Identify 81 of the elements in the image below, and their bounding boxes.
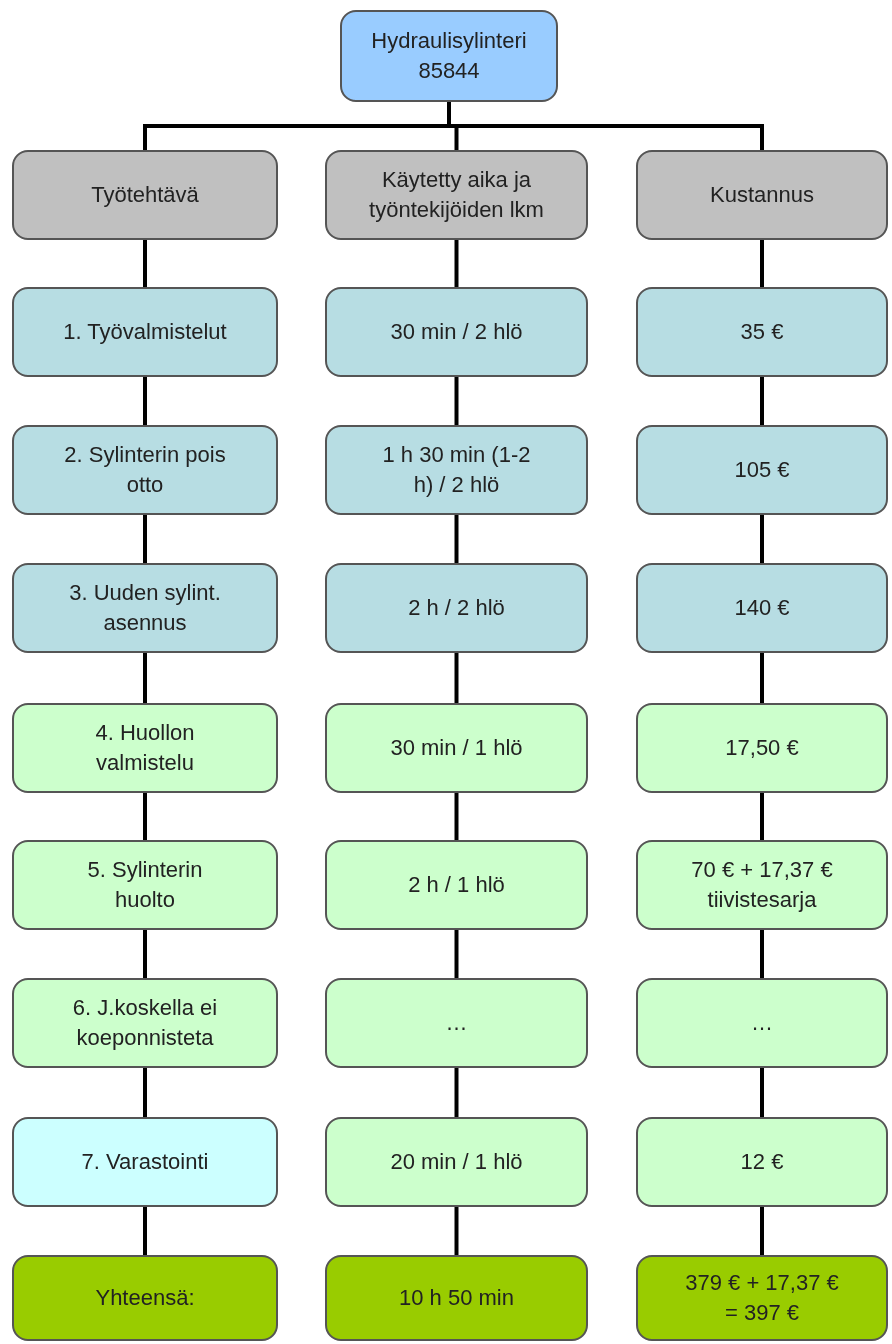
title-box: [340, 10, 558, 102]
cell-text: …: [445, 1009, 468, 1038]
cell-text: …: [751, 1009, 773, 1038]
cell-text: 10 h 50 min: [399, 1284, 514, 1313]
cell-text: 30 min / 2 hlö: [390, 318, 523, 347]
cell-text: 35 €: [740, 318, 784, 347]
table-cell-box: [12, 287, 278, 377]
table-cell-box: [636, 703, 888, 793]
table-cell-box: [12, 425, 278, 515]
connector-line: [454, 515, 459, 563]
connector-line: [760, 930, 764, 978]
table-cell-box: [636, 563, 888, 653]
table-cell-box: [636, 1117, 888, 1207]
connector-line: [454, 240, 459, 287]
connector-line: [143, 377, 147, 425]
cell-text: 7. Varastointi: [81, 1148, 209, 1177]
connector-line: [454, 377, 459, 425]
column-header-box: [325, 150, 588, 240]
table-cell-box: [12, 1117, 278, 1207]
connector-line: [447, 102, 764, 150]
connector-line: [143, 930, 147, 978]
cell-text: 105 €: [734, 456, 790, 485]
table-cell-box: [325, 287, 588, 377]
connector-line: [454, 1207, 459, 1255]
connector-line: [143, 653, 147, 703]
column-header-box: [12, 150, 278, 240]
connector-line: [454, 1068, 459, 1117]
connector-line: [760, 377, 764, 425]
cell-text: Yhteensä:: [95, 1284, 195, 1313]
connector-line: [760, 793, 764, 840]
cell-text: 12 €: [740, 1148, 784, 1177]
connector-line: [760, 1068, 764, 1117]
connector-line: [454, 930, 459, 978]
table-cell-box: [12, 978, 278, 1068]
table-cell-box: [636, 978, 888, 1068]
cell-text: 2. Sylinterin pois otto: [63, 441, 227, 499]
cell-text: 5. Sylinterin huolto: [86, 856, 204, 914]
column-header-box: [636, 150, 888, 240]
table-cell-box: [325, 1117, 588, 1207]
table-cell-box: [12, 703, 278, 793]
table-cell-box: [636, 1255, 888, 1341]
table-cell-box: [12, 840, 278, 930]
cell-text: 1. Työvalmistelut: [63, 318, 227, 347]
cell-text: 6. J.koskella ei koeponnisteta: [71, 994, 219, 1052]
table-cell-box: [325, 563, 588, 653]
cell-text: 70 € + 17,37 € tiivistesarja: [690, 856, 834, 914]
cell-text: Hydraulisylinteri 85844: [370, 27, 528, 85]
cell-text: 140 €: [734, 594, 790, 623]
cell-text: Kustannus: [710, 181, 814, 210]
cell-text: 2 h / 1 hlö: [408, 871, 505, 900]
connector-line: [760, 515, 764, 563]
table-cell-box: [636, 287, 888, 377]
table-cell-box: [12, 563, 278, 653]
table-cell-box: [636, 425, 888, 515]
connector-line: [454, 653, 459, 703]
cell-text: 1 h 30 min (1-2 h) / 2 hlö: [381, 441, 532, 499]
table-cell-box: [325, 425, 588, 515]
cell-text: 30 min / 1 hlö: [390, 734, 523, 763]
connector-line: [143, 240, 147, 287]
table-cell-box: [325, 1255, 588, 1341]
connector-line: [760, 653, 764, 703]
table-cell-box: [325, 703, 588, 793]
cell-text: 4. Huollon valmistelu: [94, 719, 196, 777]
connector-line: [143, 1068, 147, 1117]
connector-line: [760, 1207, 764, 1255]
connector-line: [454, 793, 459, 840]
cell-text: 3. Uuden sylint. asennus: [68, 579, 222, 637]
table-cell-box: [12, 1255, 278, 1341]
connector-line: [143, 1207, 147, 1255]
cell-text: Käytetty aika ja työntekijöiden lkm: [368, 166, 545, 224]
table-cell-box: [325, 978, 588, 1068]
connector-line: [143, 793, 147, 840]
cell-text: Työtehtävä: [91, 181, 199, 210]
cell-text: 17,50 €: [725, 734, 799, 763]
connector-line: [143, 515, 147, 563]
connector-line: [760, 240, 764, 287]
cell-text: 379 € + 17,37 € = 397 €: [684, 1269, 840, 1327]
table-cell-box: [325, 840, 588, 930]
table-cell-box: [636, 840, 888, 930]
cell-text: 20 min / 1 hlö: [390, 1148, 523, 1177]
cell-text: 2 h / 2 hlö: [408, 594, 505, 623]
